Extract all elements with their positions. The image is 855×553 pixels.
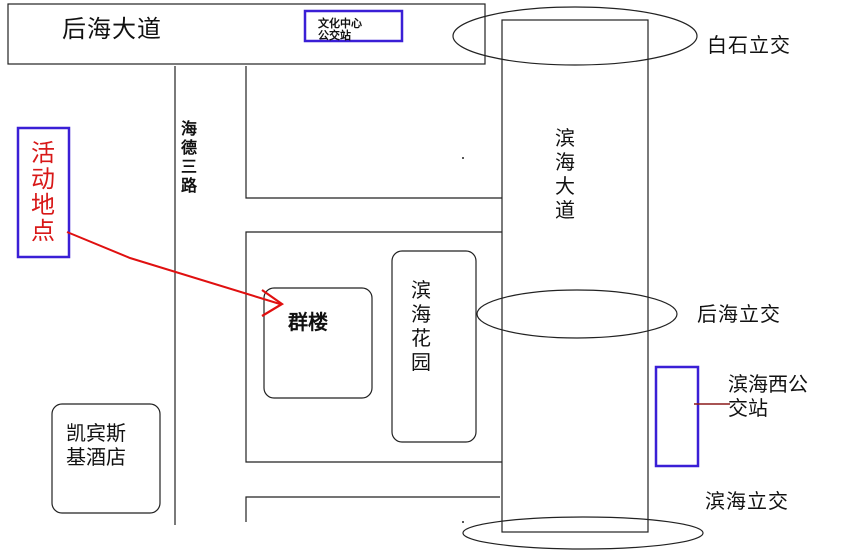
qunlou-label: 群楼 — [288, 310, 328, 334]
stray-dot — [462, 157, 464, 159]
culture-center-stop-box — [303, 9, 404, 43]
event-location-arrowhead — [261, 289, 285, 317]
houhai-interchange-label: 后海立交 — [697, 302, 781, 326]
binhai-interchange-ellipse — [462, 516, 704, 550]
event-location-label: 活 动 地 点 — [31, 139, 55, 245]
baishi-interchange-label: 白石立交 — [707, 33, 791, 57]
haide-3rd-road-label: 海 德 三 路 — [180, 119, 197, 195]
stray-dot — [462, 521, 464, 523]
upper-block-outline — [245, 66, 502, 199]
binhai-interchange-label: 滨海立交 — [705, 489, 789, 513]
binhai-avenue-label: 滨 海 大 道 — [555, 126, 575, 222]
culture-center-stop-label: 文化中心 公交站 — [318, 17, 362, 42]
qunlou-building — [263, 287, 373, 399]
kempinski-hotel-building — [51, 403, 161, 514]
binhai-west-stop-box — [654, 365, 700, 468]
event-location-arrow — [66, 231, 281, 305]
houhai-avenue-road — [7, 3, 486, 65]
lower-block-outline — [245, 496, 500, 522]
baishi-interchange-ellipse — [452, 6, 698, 66]
binhai-avenue-road — [501, 19, 649, 533]
binhai-west-stop-label: 滨海西公 交站 — [728, 372, 808, 420]
binhai-garden-building — [391, 250, 477, 443]
middle-block-outline — [245, 231, 502, 463]
binhai-garden-label: 滨 海 花 园 — [411, 278, 431, 374]
houhai-interchange-ellipse — [476, 289, 678, 339]
houhai-avenue-label: 后海大道 — [62, 15, 162, 43]
kempinski-hotel-label: 凯宾斯 基酒店 — [66, 421, 126, 469]
event-location-box — [16, 126, 71, 259]
